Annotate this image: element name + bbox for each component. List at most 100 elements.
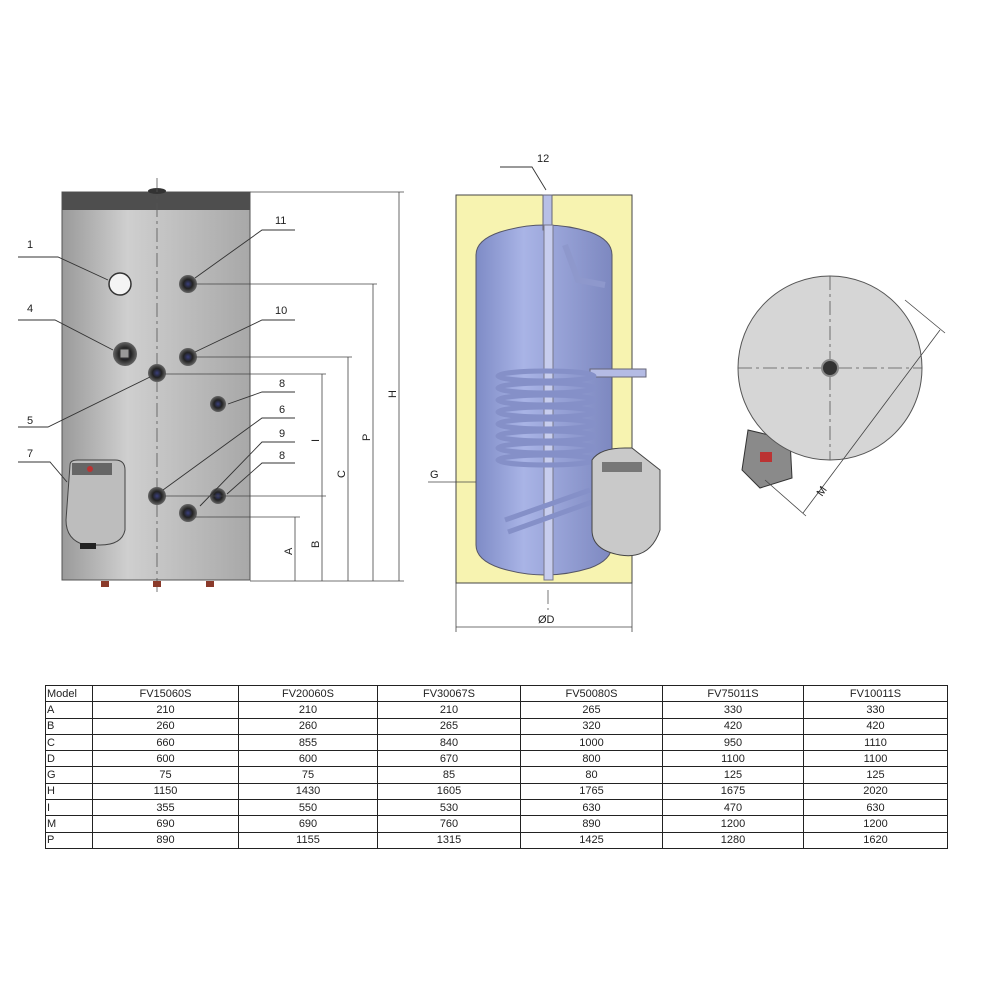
table-cell: 690 (238, 815, 378, 833)
row-label-cell: D (45, 750, 93, 768)
table-cell: 1430 (238, 782, 378, 801)
dim-B: B (310, 541, 322, 548)
heating-coil (495, 368, 597, 535)
table-cell: 950 (662, 733, 804, 752)
table-cell: 630 (520, 799, 663, 817)
port-10 (179, 348, 197, 366)
table-cell: 1620 (803, 831, 948, 849)
table-cell: 1100 (803, 750, 948, 768)
leader-10 (194, 319, 295, 353)
table-cell: 420 (803, 717, 948, 735)
dimension-lines (165, 191, 404, 582)
dim-C: C (336, 470, 348, 478)
table-cell: 210 (377, 701, 521, 719)
top-hub (821, 359, 839, 377)
label-10: 10 (275, 305, 287, 317)
row-label-cell: B (45, 717, 93, 735)
table-cell: 260 (92, 717, 239, 735)
table-cell: 1110 (803, 733, 948, 752)
label-11: 11 (275, 215, 286, 227)
leader-8b (226, 462, 295, 495)
dim-P: P (361, 434, 373, 441)
dim-M: M (815, 484, 830, 498)
table-cell: 600 (92, 750, 239, 768)
table-cell: 265 (377, 717, 521, 735)
top-cap (62, 192, 250, 210)
table-cell: 760 (377, 815, 521, 833)
table-cell: 85 (377, 766, 521, 784)
dim-I: I (310, 439, 322, 442)
table-cell: 210 (92, 701, 239, 719)
table-cell: 320 (520, 717, 663, 735)
table-cell: 1765 (520, 782, 663, 801)
table-cell: 80 (520, 766, 663, 784)
section-view: 12 G ØD (428, 153, 661, 632)
table-cell: 210 (238, 701, 378, 719)
row-label-cell: M (45, 815, 93, 833)
label-8-lower: 8 (279, 450, 285, 462)
dimensions-table: Model FV15060S FV20060S FV30067S FV50080… (45, 684, 948, 849)
port-4-plug (119, 348, 130, 359)
table-cell: 355 (92, 799, 239, 817)
dim-H: H (387, 390, 399, 398)
table-cell: 265 (520, 701, 663, 719)
table-cell: 600 (238, 750, 378, 768)
coil-outlet (589, 368, 647, 378)
header-cell: FV75011S (662, 684, 804, 703)
dim-D: ØD (538, 614, 555, 626)
table-cell: 890 (520, 815, 663, 833)
dim-A: A (283, 547, 295, 555)
dim-M-lines (764, 299, 946, 517)
front-view: 1 4 5 7 11 10 8 6 9 8 A B I C P H (18, 178, 404, 595)
table-cell: 530 (377, 799, 521, 817)
top-view: M (737, 275, 946, 517)
leader-5 (18, 376, 151, 428)
table-cell: 260 (238, 717, 378, 735)
leader-12 (500, 166, 547, 191)
header-cell: FV30067S (377, 684, 521, 703)
recirc-pipe (562, 243, 606, 288)
table-cell: 470 (662, 799, 804, 817)
table-cell: 125 (803, 766, 948, 784)
port-11 (179, 275, 197, 293)
label-9: 9 (279, 428, 285, 440)
label-1: 1 (27, 239, 33, 251)
table-cell: 890 (92, 831, 239, 849)
table-cell: 1675 (662, 782, 804, 801)
row-label-cell: I (45, 799, 93, 817)
table-cell: 1280 (662, 831, 804, 849)
table-cell: 1605 (377, 782, 521, 801)
table-cell: 550 (238, 799, 378, 817)
table-cell: 855 (238, 733, 378, 752)
table-cell: 670 (377, 750, 521, 768)
header-cell: Model (45, 684, 93, 703)
leader-11 (194, 229, 295, 279)
table-cell: 1000 (520, 733, 663, 752)
header-cell: FV10011S (803, 684, 948, 703)
table-cell: 1200 (662, 815, 804, 833)
table-cell: 690 (92, 815, 239, 833)
row-label-cell: G (45, 766, 93, 784)
table-header-row: Model FV15060S FV20060S FV30067S FV50080… (45, 684, 948, 703)
table-cell: 1315 (377, 831, 521, 849)
port-9 (179, 504, 197, 522)
label-5: 5 (27, 415, 33, 427)
table-cell: 1150 (92, 782, 239, 801)
table-cell: 2020 (803, 782, 948, 801)
table-cell: 1200 (803, 815, 948, 833)
dim-D-lines (455, 583, 633, 632)
port-6 (148, 487, 166, 505)
port-5 (148, 364, 166, 382)
label-8-upper: 8 (279, 378, 285, 390)
header-cell: FV15060S (92, 684, 239, 703)
table-cell: 330 (662, 701, 804, 719)
port-8-upper (210, 396, 226, 412)
dim-G: G (430, 469, 439, 481)
table-cell: 125 (662, 766, 804, 784)
